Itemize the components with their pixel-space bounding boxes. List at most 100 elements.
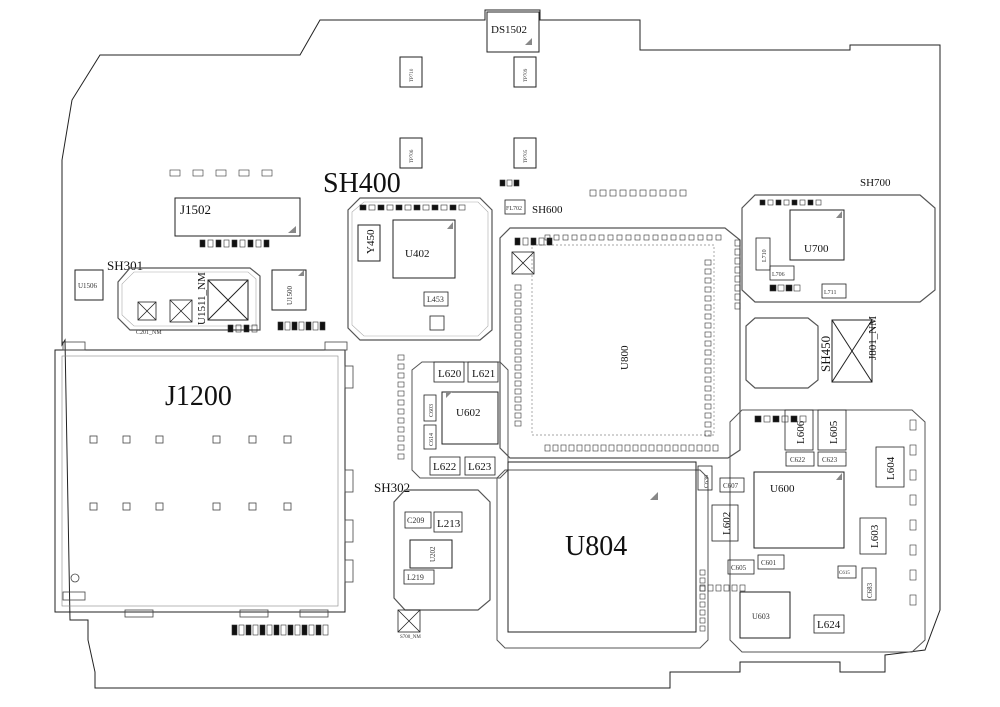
- passive-pad: [506, 179, 513, 187]
- l453-label: L453: [427, 295, 444, 304]
- passive-pad: [514, 404, 522, 411]
- passive-pad: [589, 189, 597, 197]
- passive-pad: [734, 257, 741, 265]
- passive-pad: [397, 444, 405, 451]
- passive-pad: [734, 266, 741, 274]
- passive-pad: [909, 569, 917, 581]
- passive-pad: [397, 426, 405, 433]
- passive-pad: [553, 234, 560, 241]
- passive-pad: [514, 316, 522, 323]
- passive-pad: [781, 415, 789, 423]
- u600-label: U600: [770, 483, 795, 495]
- passive-pad: [704, 394, 712, 401]
- passive-pad: [259, 624, 266, 636]
- passive-pad: [632, 444, 639, 452]
- c201-label: C201_NM: [136, 330, 162, 336]
- passive-pad: [699, 601, 706, 608]
- passive-pad: [514, 356, 522, 363]
- u1500-outline: [271, 269, 307, 311]
- passive-pad: [909, 519, 917, 531]
- passive-pad: [704, 421, 712, 428]
- passive-pad: [239, 239, 246, 248]
- passive-pad: [672, 444, 679, 452]
- passive-pad: [734, 248, 741, 256]
- passive-pad: [909, 494, 917, 506]
- passive-pad: [247, 239, 254, 248]
- passive-pad: [704, 376, 712, 383]
- passive-pad: [322, 624, 329, 636]
- passive-pad: [395, 204, 403, 211]
- passive-pad: [688, 234, 695, 241]
- passive-pad: [799, 199, 806, 206]
- passive-pad: [652, 234, 659, 241]
- passive-pad: [659, 189, 667, 197]
- passive-pad: [769, 284, 777, 292]
- sh400-outline: [347, 197, 493, 341]
- l219-label: L219: [407, 573, 424, 582]
- passive-pad: [712, 444, 719, 452]
- passive-pad: [649, 189, 657, 197]
- c623-label: C623: [822, 456, 838, 464]
- passive-pad: [584, 444, 591, 452]
- passive-pad: [699, 609, 706, 616]
- passive-pad: [273, 624, 280, 636]
- passive-pad: [514, 308, 522, 315]
- passive-pads: [169, 169, 917, 636]
- passive-pad: [616, 234, 623, 241]
- passive-pad: [589, 234, 596, 241]
- c683-label: C683: [866, 582, 874, 598]
- passive-pad: [704, 358, 712, 365]
- passive-pad: [305, 321, 312, 331]
- passive-pad: [397, 390, 405, 397]
- tp705-pad: [513, 137, 537, 169]
- passive-pad: [580, 234, 587, 241]
- passive-pad: [777, 284, 785, 292]
- passive-pad: [514, 388, 522, 395]
- passive-pad: [790, 415, 798, 423]
- j1200-pads: [89, 435, 292, 511]
- passive-pad: [397, 408, 405, 415]
- passive-pad: [734, 275, 741, 283]
- passive-pad: [734, 302, 741, 310]
- passive-pad: [284, 321, 291, 331]
- passive-pad: [715, 584, 722, 592]
- passive-pad: [499, 179, 506, 187]
- c636-label: C636: [704, 475, 710, 488]
- passive-pad: [600, 444, 607, 452]
- passive-pad: [704, 403, 712, 410]
- passive-pad: [255, 239, 262, 248]
- passive-pad: [704, 295, 712, 302]
- passive-pad: [704, 259, 712, 266]
- l622-label: L622: [433, 461, 456, 473]
- passive-pad: [629, 189, 637, 197]
- passive-pad: [696, 444, 703, 452]
- passive-pad: [397, 399, 405, 406]
- passive-pad: [704, 286, 712, 293]
- passive-pad: [413, 204, 421, 211]
- passive-pad: [704, 277, 712, 284]
- l624-label: L624: [817, 619, 841, 631]
- passive-pad: [699, 569, 706, 576]
- passive-pad: [680, 444, 687, 452]
- passive-pad: [397, 453, 405, 460]
- passive-pad: [308, 624, 315, 636]
- passive-pad: [238, 169, 250, 177]
- l706-label: L706: [772, 272, 785, 278]
- passive-pad: [609, 189, 617, 197]
- u1511-label: U1511_NM: [196, 272, 208, 325]
- u602-outline: [441, 391, 499, 445]
- u202-label: U202: [429, 546, 437, 562]
- u800-outline: [531, 244, 715, 436]
- passive-pad: [522, 237, 529, 246]
- u700-label: U700: [804, 243, 829, 255]
- passive-pad: [699, 625, 706, 632]
- sh302-label: SH302: [374, 480, 410, 495]
- passive-pad: [704, 268, 712, 275]
- tp710-pad: [399, 56, 423, 88]
- passive-pad: [397, 372, 405, 379]
- passive-pad: [291, 321, 298, 331]
- passive-pad: [704, 412, 712, 419]
- passive-pad: [791, 199, 798, 206]
- passive-pad: [397, 435, 405, 442]
